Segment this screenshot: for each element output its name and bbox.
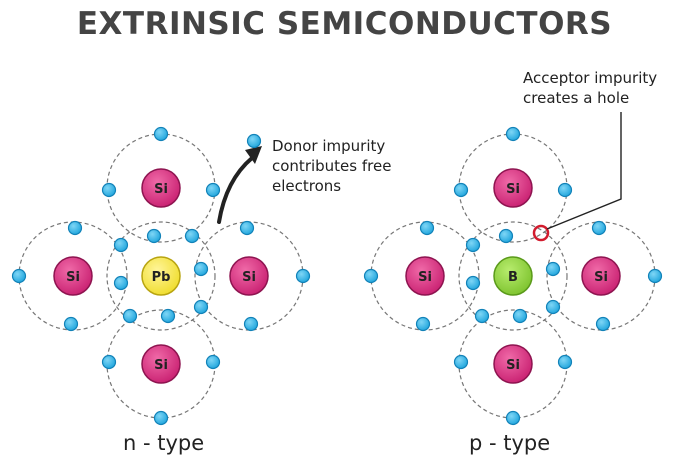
- electron: [545, 261, 561, 277]
- silicon-atom-label: Si: [506, 358, 520, 373]
- silicon-atom-label: Si: [154, 182, 168, 197]
- electron: [465, 237, 481, 253]
- impurity-atom-label: Pb: [152, 270, 171, 285]
- silicon-atom-label: Si: [594, 270, 608, 285]
- electron: [113, 237, 129, 253]
- silicon-atom: [493, 344, 533, 384]
- electron: [415, 316, 431, 332]
- electron: [63, 316, 79, 332]
- silicon-atom: [141, 168, 181, 208]
- n-type-caption: n - type: [123, 431, 205, 455]
- silicon-atom: [493, 168, 533, 208]
- silicon-atom-label: Si: [418, 270, 432, 285]
- electron: [512, 308, 528, 324]
- donor-note-line: contributes free: [272, 157, 392, 175]
- electron: [67, 220, 83, 236]
- impurity-atom: [493, 256, 533, 296]
- free-electron: [246, 133, 262, 149]
- electron: [465, 275, 481, 291]
- electron: [205, 354, 221, 370]
- electron: [498, 228, 514, 244]
- electron: [591, 220, 607, 236]
- silicon-atom: [581, 256, 621, 296]
- electron: [419, 220, 435, 236]
- electron: [193, 261, 209, 277]
- impurity-atom: [141, 256, 181, 296]
- donor-note-line: electrons: [272, 177, 342, 195]
- arrow-head: [245, 146, 262, 164]
- silicon-atom-label: Si: [66, 270, 80, 285]
- electron: [153, 126, 169, 142]
- hole: [532, 224, 550, 242]
- electron: [193, 299, 209, 315]
- electron: [363, 268, 379, 284]
- silicon-atom-label: Si: [154, 358, 168, 373]
- impurity-atom-label: B: [508, 270, 518, 285]
- electron: [557, 354, 573, 370]
- free-electron-arrow: [217, 156, 254, 224]
- electron: [122, 308, 138, 324]
- hole-pointer-line: [546, 112, 622, 230]
- electron: [557, 182, 573, 198]
- electron: [545, 299, 561, 315]
- acceptor-note-line: Acceptor impurity: [523, 69, 658, 87]
- electron: [474, 308, 490, 324]
- electron: [146, 228, 162, 244]
- silicon-atom: [229, 256, 269, 296]
- electron: [243, 316, 259, 332]
- donor-note: Donor impurity contributes free electron…: [272, 136, 391, 196]
- p-type-caption: p - type: [469, 431, 551, 455]
- acceptor-note-line: creates a hole: [523, 89, 630, 107]
- orbit-ring: [106, 221, 216, 331]
- electron: [453, 182, 469, 198]
- donor-note-line: Donor impurity: [272, 137, 386, 155]
- electron: [239, 220, 255, 236]
- electron: [453, 354, 469, 370]
- silicon-atom: [141, 344, 181, 384]
- silicon-atom: [405, 256, 445, 296]
- page-title: EXTRINSIC SEMICONDUCTORS: [76, 6, 613, 42]
- orbit-ring: [458, 221, 568, 331]
- electron: [505, 126, 521, 142]
- silicon-atom-label: Si: [506, 182, 520, 197]
- electron: [101, 182, 117, 198]
- electron: [505, 410, 521, 426]
- electron: [113, 275, 129, 291]
- silicon-atom: [53, 256, 93, 296]
- electron: [11, 268, 27, 284]
- electron: [153, 410, 169, 426]
- electron: [295, 268, 311, 284]
- electron: [205, 182, 221, 198]
- electron: [647, 268, 663, 284]
- electron: [101, 354, 117, 370]
- electron: [160, 308, 176, 324]
- silicon-atom-label: Si: [242, 270, 256, 285]
- acceptor-note: Acceptor impurity creates a hole: [523, 68, 657, 108]
- electron: [595, 316, 611, 332]
- electron: [184, 228, 200, 244]
